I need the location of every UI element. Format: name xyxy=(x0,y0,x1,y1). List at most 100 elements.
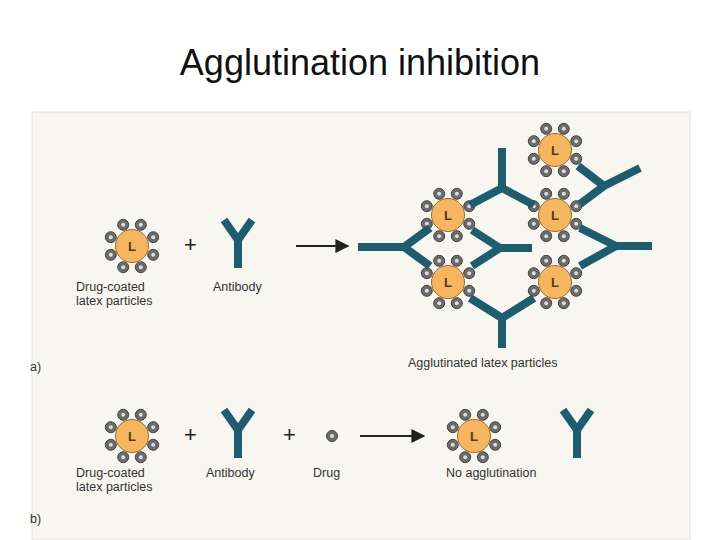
latex-particle: L xyxy=(431,265,465,299)
bound-drug-center xyxy=(544,169,548,173)
bound-drug-center xyxy=(139,265,143,269)
bound-drug xyxy=(528,153,539,164)
bound-drug-center xyxy=(121,455,125,459)
bound-drug xyxy=(464,218,475,229)
drug-rings xyxy=(105,123,581,462)
figure-label: a) xyxy=(30,360,54,374)
bound-drug-center xyxy=(574,289,578,293)
bound-drug xyxy=(434,298,445,309)
bound-drug xyxy=(541,298,552,309)
antibody xyxy=(470,148,534,205)
bound-drug-center xyxy=(562,169,566,173)
bound-drug-center xyxy=(574,204,578,208)
bound-drug-center xyxy=(467,271,471,275)
bound-drug-center xyxy=(455,234,459,238)
antibody xyxy=(358,228,430,266)
bound-drug xyxy=(118,262,129,273)
bound-drug-center xyxy=(151,443,155,447)
particle-letter: L xyxy=(444,275,452,290)
bound-drug-center xyxy=(109,443,113,447)
figure-background xyxy=(32,112,690,540)
particle-letter: L xyxy=(128,239,136,254)
bound-drug xyxy=(571,153,582,164)
bound-drug-center xyxy=(455,192,459,196)
bound-drug-center xyxy=(139,455,143,459)
antibody xyxy=(563,410,591,458)
bound-drug-center xyxy=(481,413,485,417)
bound-drug-center xyxy=(532,157,536,161)
bound-drug-center xyxy=(437,259,441,263)
bound-drug xyxy=(135,452,146,463)
bound-drug-center xyxy=(109,425,113,429)
particle-letter: L xyxy=(551,143,559,158)
bound-drug xyxy=(477,452,488,463)
bound-drug-center xyxy=(151,235,155,239)
bound-drug xyxy=(135,409,146,420)
bound-drug xyxy=(558,231,569,242)
bound-drug-center xyxy=(425,271,429,275)
bound-drug-center xyxy=(455,301,459,305)
bound-drug-center xyxy=(451,443,455,447)
plus-sign: + xyxy=(184,423,204,447)
bound-drug-center xyxy=(493,425,497,429)
bound-drug-center xyxy=(544,234,548,238)
antibody xyxy=(580,228,652,266)
figure-label: Drug-coated latex particles xyxy=(76,280,166,308)
latex-particle: L xyxy=(457,419,491,453)
bound-drug-center xyxy=(544,301,548,305)
bound-drug xyxy=(528,218,539,229)
bound-drug-center xyxy=(562,301,566,305)
bound-drug-center xyxy=(574,271,578,275)
bound-drug xyxy=(451,298,462,309)
plus-sign: + xyxy=(184,233,204,257)
bound-drug-center xyxy=(493,443,497,447)
latex-particle: L xyxy=(538,133,572,167)
figure-label: Drug xyxy=(313,466,363,480)
bound-drug-center xyxy=(425,289,429,293)
bound-drug-center xyxy=(544,192,548,196)
bound-drug xyxy=(558,298,569,309)
bound-drug xyxy=(464,268,475,279)
free-drug-center xyxy=(330,434,334,438)
bound-drug xyxy=(571,218,582,229)
bound-drug-center xyxy=(121,265,125,269)
bound-drug xyxy=(558,166,569,177)
bound-drug-center xyxy=(151,425,155,429)
bound-drug xyxy=(148,439,159,450)
bound-drug-center xyxy=(425,222,429,226)
bound-drug xyxy=(434,231,445,242)
bound-drug xyxy=(105,249,116,260)
reaction-arrow xyxy=(296,245,348,247)
bound-drug-center xyxy=(562,234,566,238)
particle-letter: L xyxy=(128,429,136,444)
bound-drug xyxy=(477,409,488,420)
bound-drug-center xyxy=(574,222,578,226)
particle-letter: L xyxy=(551,208,559,223)
antibody xyxy=(578,166,640,204)
bound-drug xyxy=(451,255,462,266)
bound-drug-center xyxy=(467,222,471,226)
bound-drug-center xyxy=(451,425,455,429)
latex-particle: L xyxy=(538,265,572,299)
antibodies xyxy=(224,148,652,458)
bound-drug xyxy=(118,452,129,463)
antibody xyxy=(224,220,252,268)
bound-drug-center xyxy=(151,253,155,257)
bound-drug-center xyxy=(544,127,548,131)
bound-drug-center xyxy=(437,234,441,238)
bound-drug xyxy=(447,439,458,450)
free-drug xyxy=(327,431,338,442)
latex-particle: L xyxy=(538,198,572,232)
antibody xyxy=(224,410,252,458)
bound-drug-center xyxy=(544,259,548,263)
bound-drug-center xyxy=(574,139,578,143)
bound-drug-center xyxy=(532,271,536,275)
bound-drug-center xyxy=(532,139,536,143)
bound-drug-center xyxy=(109,253,113,257)
bound-drug xyxy=(464,285,475,296)
figure-label: Antibody xyxy=(206,466,276,480)
figure-label: b) xyxy=(30,512,54,526)
bound-drug-center xyxy=(467,289,471,293)
bound-drug xyxy=(451,231,462,242)
